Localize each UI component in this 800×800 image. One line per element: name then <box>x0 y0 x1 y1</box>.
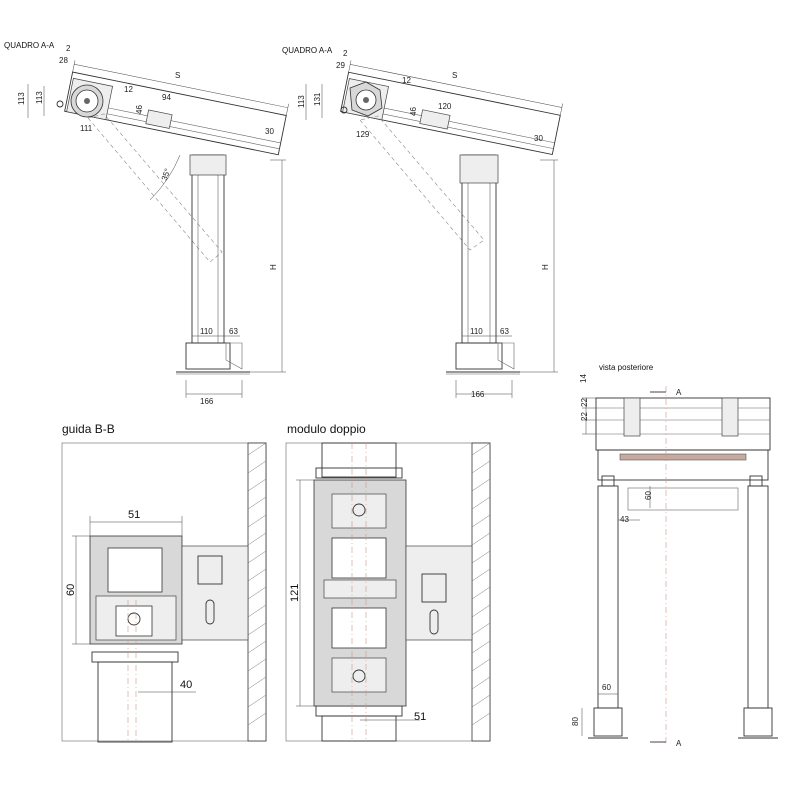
dim-label: 22 <box>580 398 589 407</box>
dim-label: 2 <box>343 49 348 58</box>
dim-label: 80 <box>571 717 580 726</box>
section-marker-top: A <box>676 388 682 397</box>
dim-label: 113 <box>297 95 306 108</box>
dim-label: 2 <box>66 44 71 53</box>
rear-box <box>595 397 771 451</box>
dim-label: 113 <box>17 92 26 105</box>
dim-label: S <box>175 71 180 80</box>
wall <box>471 442 491 742</box>
dim-label: S <box>452 71 457 80</box>
dim-label: 35° <box>160 167 173 181</box>
section-marker-bottom: A <box>676 739 682 748</box>
dim-label: 166 <box>200 397 214 406</box>
dim-label: 60 <box>644 491 653 500</box>
quadro-view-1: QUADRO A-A <box>4 41 289 406</box>
dim-label: 29 <box>336 61 345 70</box>
rear-leg <box>597 485 619 709</box>
dim-label: 60 <box>65 584 77 596</box>
dim-label: 60 <box>602 683 611 692</box>
dim-label: 51 <box>128 509 140 521</box>
dim-label: 166 <box>471 390 485 399</box>
dim-label: 28 <box>59 56 68 65</box>
dim-label: 121 <box>289 584 301 602</box>
dim-label: 113 <box>35 91 44 104</box>
dim-label: 30 <box>534 134 543 143</box>
dim-label: 110 <box>200 327 213 336</box>
view-title: QUADRO A-A <box>4 41 55 50</box>
view-title: vista posteriore <box>599 363 654 372</box>
modulo-view: modulo doppio <box>285 422 491 742</box>
vista-posteriore-view: vista posteriore 14 <box>571 363 778 748</box>
quadro-view-2: QUADRO A-A <box>282 46 563 399</box>
dim-label: 111 <box>80 124 93 133</box>
dim-label: 129 <box>356 130 370 139</box>
dim-label: 40 <box>180 679 192 691</box>
view-title: guida B-B <box>62 422 115 436</box>
dim-label: 22 <box>580 412 589 421</box>
dim-label: 12 <box>124 85 133 94</box>
dim-label: 14 <box>579 374 588 383</box>
dim-label: 63 <box>500 327 509 336</box>
dim-label: 30 <box>265 127 274 136</box>
wall <box>247 442 267 742</box>
dim-label: 94 <box>162 93 171 102</box>
dim-label: 12 <box>402 76 411 85</box>
view-title: QUADRO A-A <box>282 46 333 55</box>
dim-label: H <box>269 264 278 270</box>
dim-label: H <box>541 264 550 270</box>
dim-label: 131 <box>313 92 322 106</box>
dim-label: 46 <box>409 107 418 116</box>
dim-label: 46 <box>135 105 144 114</box>
dim-label: 43 <box>620 515 629 524</box>
post <box>191 154 225 344</box>
dim-label: 63 <box>229 327 238 336</box>
view-title: modulo doppio <box>287 422 366 436</box>
rear-leg <box>747 485 769 709</box>
dim-label: 51 <box>414 711 426 723</box>
dim-label: 110 <box>470 327 483 336</box>
dim-label: 120 <box>438 102 452 111</box>
guida-view: guida B-B <box>61 422 267 743</box>
